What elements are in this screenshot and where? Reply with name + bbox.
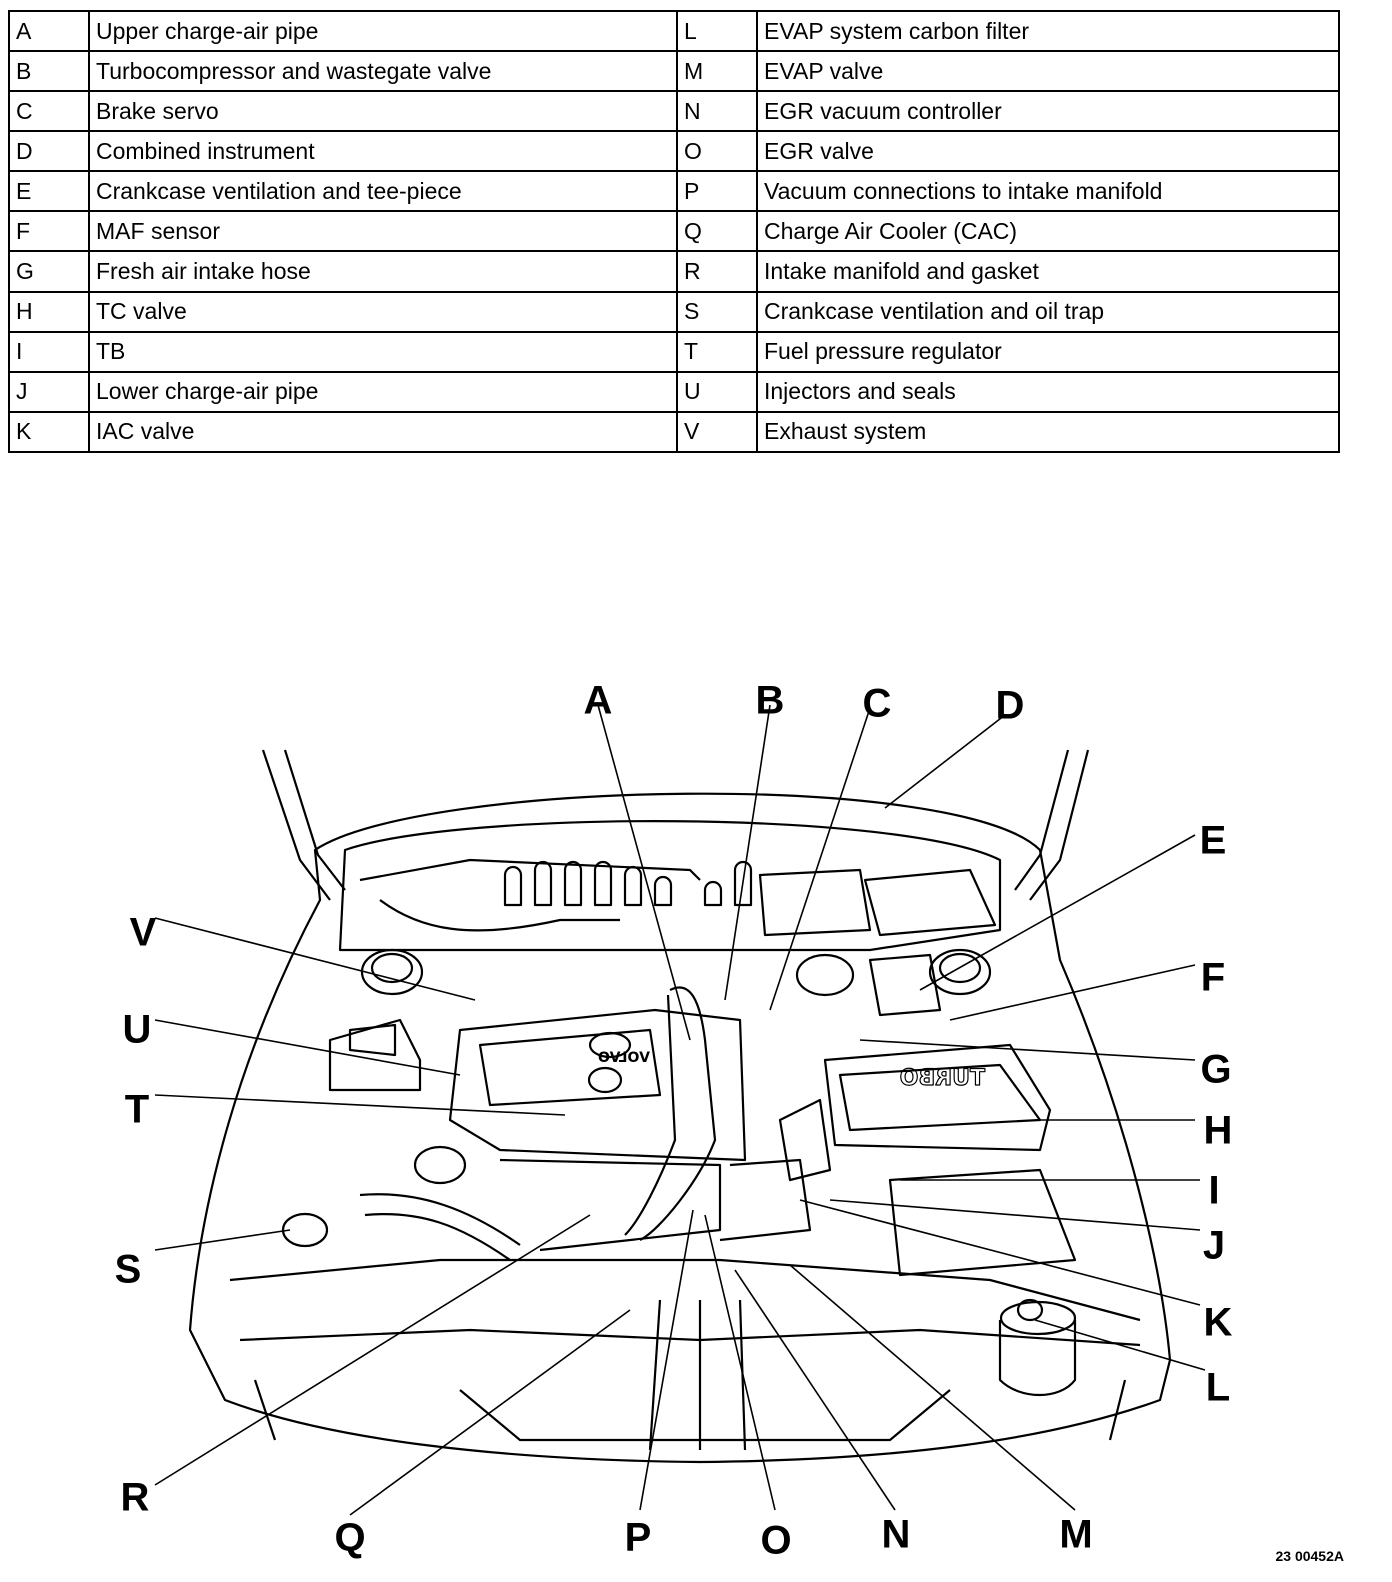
callout-label-m: M (1059, 1513, 1092, 1557)
intercooler-text: TURBO (900, 1066, 985, 1091)
callout-label-o: O (760, 1519, 791, 1563)
engine-cover-text: VOLVO (598, 1050, 650, 1066)
callout-label-b: B (756, 679, 785, 723)
legend-description: TC valve (88, 290, 678, 333)
legend-letter: Q (676, 210, 758, 253)
callout-label-g: G (1200, 1048, 1231, 1092)
engine-bay-outline: VOLVO TURBO (188, 749, 1172, 1464)
figure-reference: 23 00452A (1275, 1548, 1344, 1564)
callout-label-f: F (1201, 956, 1225, 1000)
legend-letter: K (8, 410, 90, 454)
callout-label-r: R (121, 1476, 150, 1520)
legend-description: Intake manifold and gasket (756, 250, 1340, 293)
callout-label-u: U (123, 1008, 152, 1052)
legend-description: EGR vacuum controller (756, 90, 1340, 133)
legend-description: Upper charge-air pipe (88, 9, 678, 53)
legend-description: Exhaust system (756, 410, 1340, 454)
legend-description: Crankcase ventilation and oil trap (756, 290, 1340, 333)
legend-description: EGR valve (756, 130, 1340, 173)
callout-label-p: P (625, 1516, 652, 1560)
callout-label-t: T (125, 1088, 149, 1132)
legend-description: Charge Air Cooler (CAC) (756, 210, 1340, 253)
leader-lines (154, 704, 1206, 1516)
legend-description: Fuel pressure regulator (756, 330, 1340, 373)
legend-description: Brake servo (88, 90, 678, 133)
legend-description: TB (88, 330, 678, 373)
legend-description: EVAP system carbon filter (756, 9, 1340, 53)
legend-letter: T (676, 330, 758, 373)
legend-letter: N (676, 90, 758, 133)
callout-label-i: I (1208, 1169, 1219, 1213)
legend-letter: S (676, 290, 758, 333)
legend-letter: E (8, 170, 90, 213)
legend-letter: C (8, 90, 90, 133)
legend-letter: D (8, 130, 90, 173)
callout-label-j: J (1203, 1224, 1225, 1268)
legend-letter: F (8, 210, 90, 253)
legend-description: Combined instrument (88, 130, 678, 173)
callout-label-e: E (1200, 819, 1227, 863)
callout-label-l: L (1206, 1366, 1230, 1410)
legend-letter: U (676, 370, 758, 413)
legend-letter: P (676, 170, 758, 213)
legend-letter: A (8, 9, 90, 53)
legend-description: Turbocompressor and wastegate valve (88, 50, 678, 93)
callout-label-h: H (1204, 1109, 1233, 1153)
callout-label-c: C (863, 682, 892, 726)
legend-description: Crankcase ventilation and tee-piece (88, 170, 678, 213)
legend-letter: R (676, 250, 758, 293)
callout-label-q: Q (334, 1516, 365, 1560)
legend-description: Vacuum connections to intake manifold (756, 170, 1340, 213)
callout-label-d: D (996, 684, 1025, 728)
callout-label-s: S (115, 1248, 142, 1292)
legend-description: Injectors and seals (756, 370, 1340, 413)
legend-letter: J (8, 370, 90, 413)
legend-description: IAC valve (88, 410, 678, 454)
legend-letter: V (676, 410, 758, 454)
callout-label-v: V (130, 911, 157, 955)
legend-description: Fresh air intake hose (88, 250, 678, 293)
legend-letter: I (8, 330, 90, 373)
legend-description: EVAP valve (756, 50, 1340, 93)
callout-label-k: K (1204, 1301, 1233, 1345)
callout-label-n: N (882, 1513, 911, 1557)
legend-letter: L (676, 9, 758, 53)
legend-letter: G (8, 250, 90, 293)
legend-letter: M (676, 50, 758, 93)
legend-description: MAF sensor (88, 210, 678, 253)
legend-letter: B (8, 50, 90, 93)
legend-letter: H (8, 290, 90, 333)
legend-letter: O (676, 130, 758, 173)
callout-label-a: A (584, 679, 613, 723)
legend-description: Lower charge-air pipe (88, 370, 678, 413)
